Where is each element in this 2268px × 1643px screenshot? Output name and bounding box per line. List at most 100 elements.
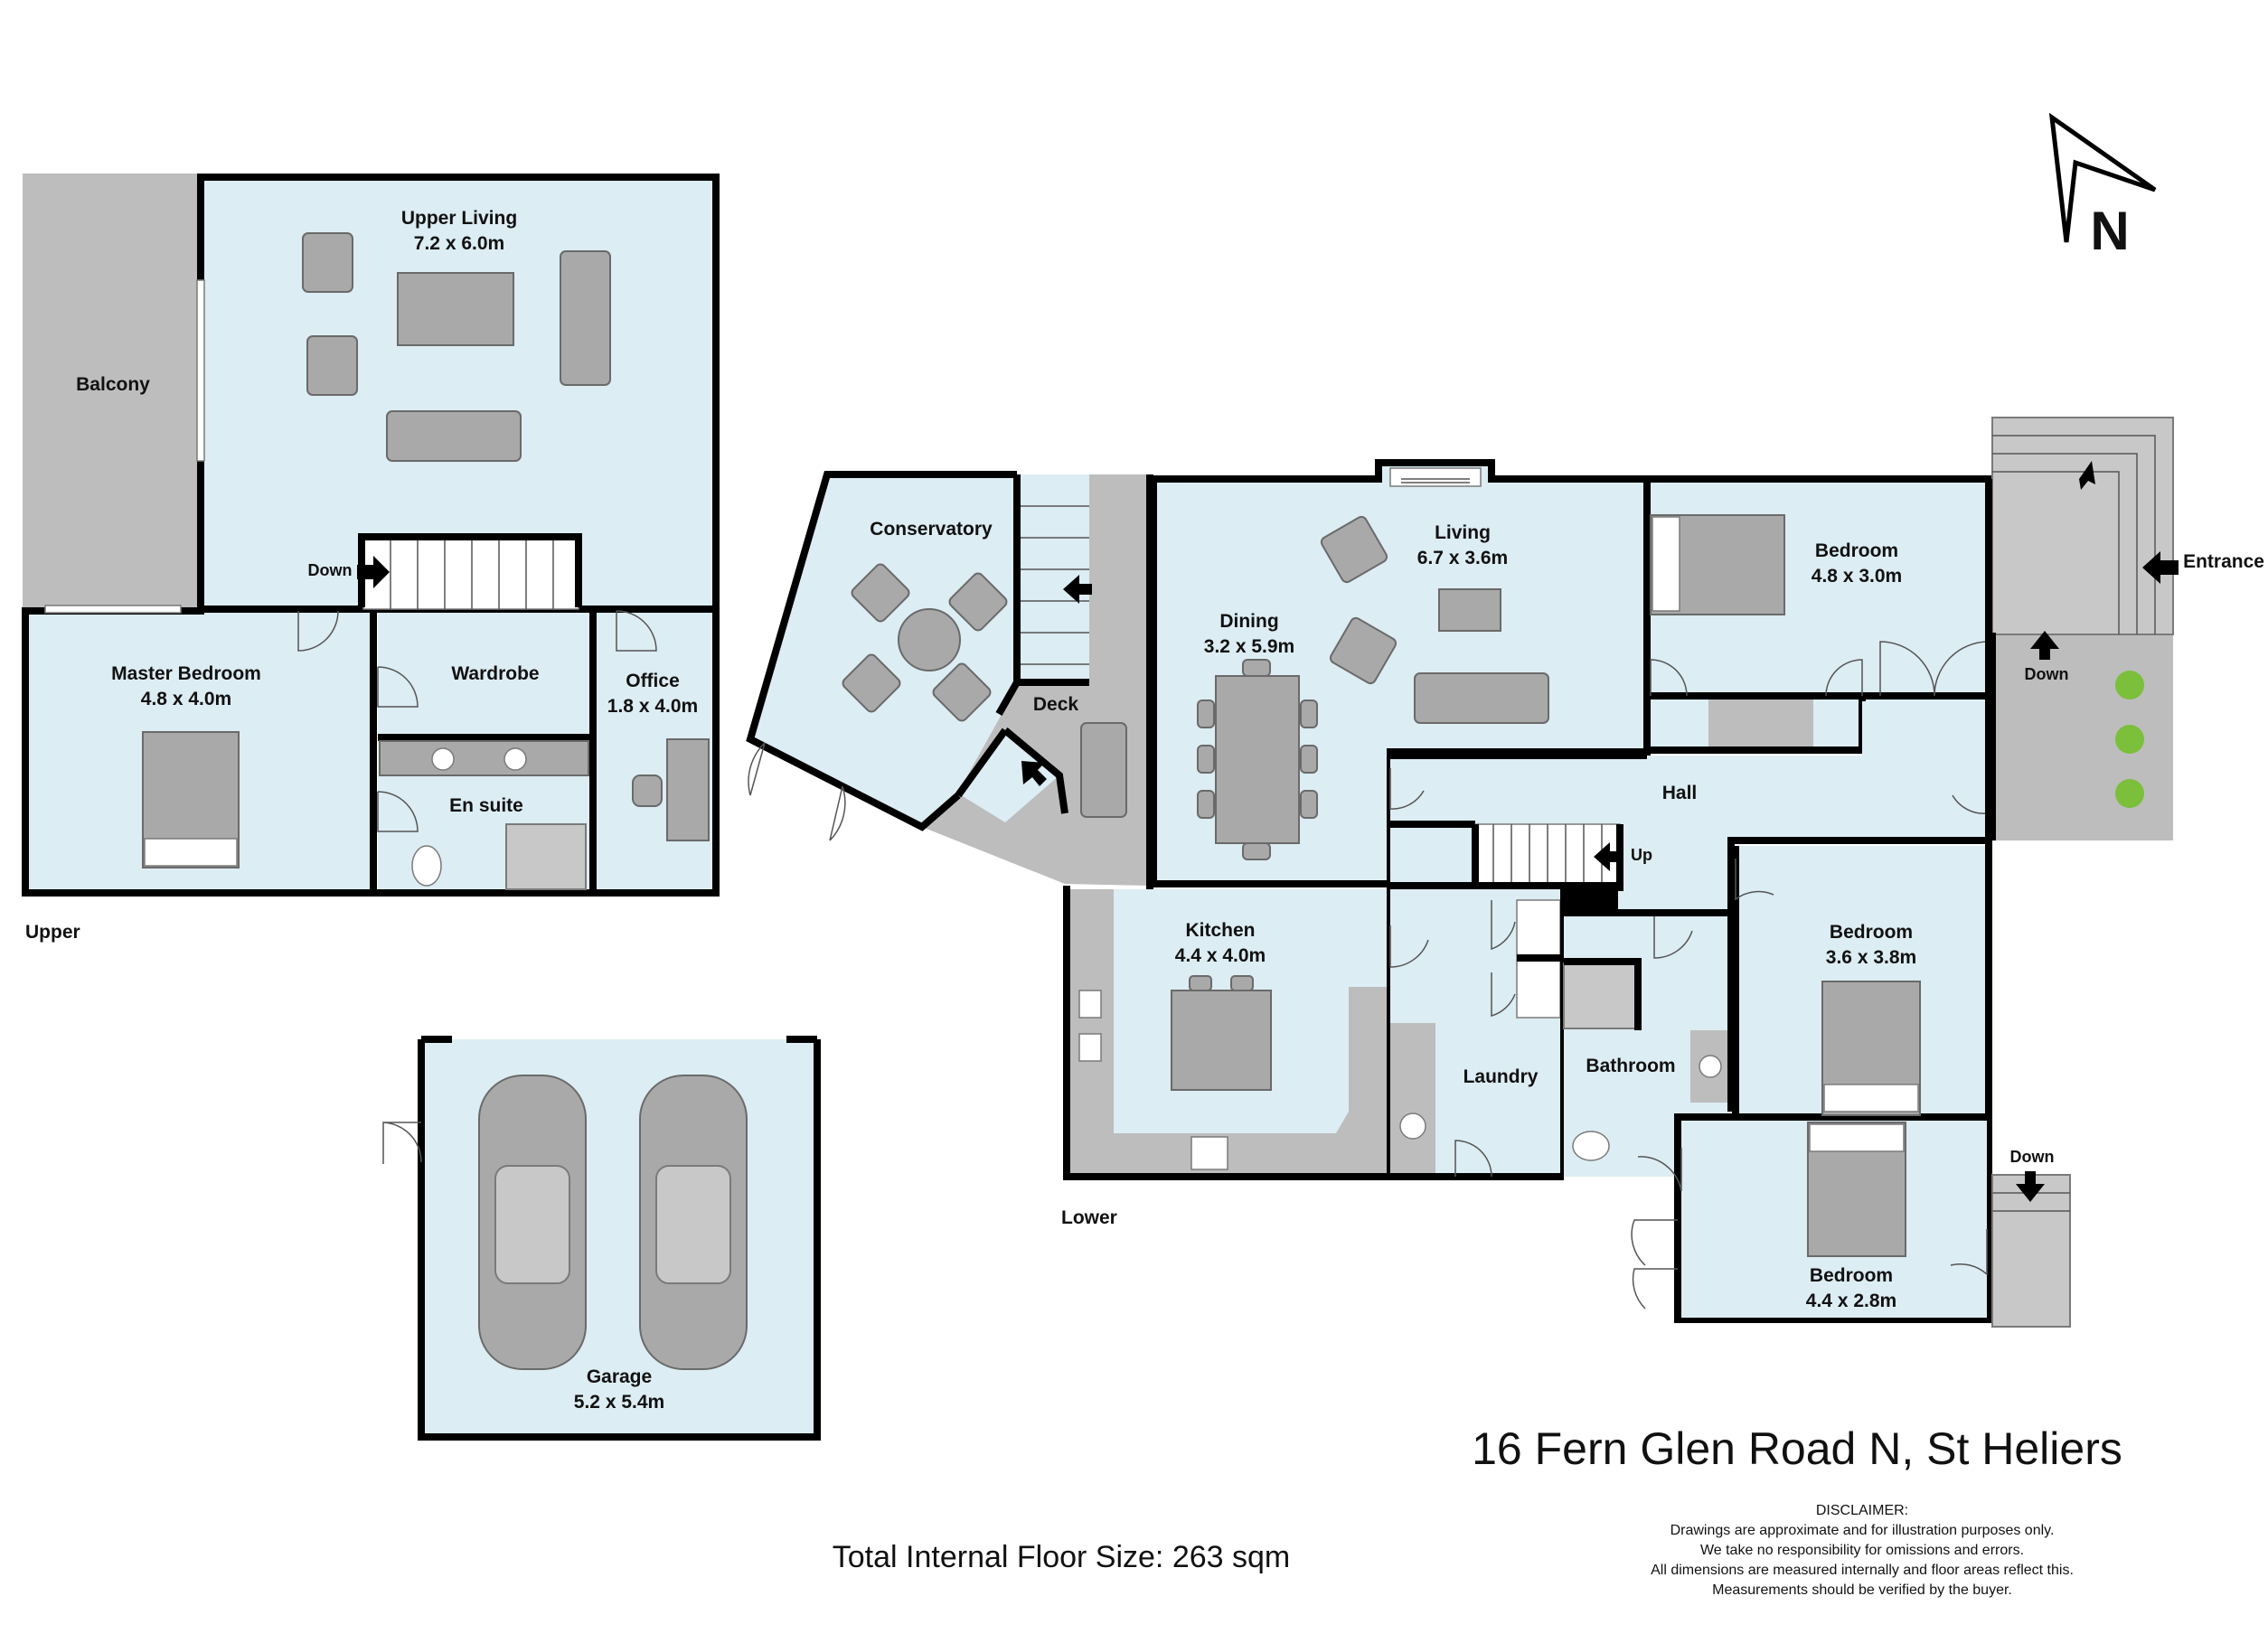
laundry-bench — [1390, 1023, 1435, 1177]
kitchen-island — [1171, 990, 1272, 1091]
deck-arrow — [1063, 575, 1092, 604]
dining-chair-l1 — [1197, 699, 1215, 728]
upper-living-label: Upper Living — [401, 208, 517, 229]
garage-level: Garage 5.2 x 5.4m — [382, 1036, 821, 1441]
sofa-right — [560, 250, 611, 386]
car-2-roof — [655, 1165, 731, 1284]
up-label: Up — [1631, 846, 1652, 864]
deck-lower-arrow — [1021, 761, 1047, 786]
north-compass: N — [2048, 112, 2157, 261]
dining-chair-l3 — [1197, 790, 1215, 819]
living-armchair-2 — [1329, 616, 1398, 685]
bedroom-ne-label: Bedroom — [1815, 540, 1898, 561]
lower-outer-walls — [1985, 479, 1996, 840]
garage-size: 5.2 x 5.4m — [574, 1392, 664, 1413]
kitchen-label: Kitchen — [1185, 920, 1255, 941]
dining-table — [1215, 675, 1300, 844]
deck-stairs-treads — [1017, 505, 1089, 665]
down-se-arrow — [2016, 1171, 2045, 1202]
bedroom-ne-size: 4.8 x 3.0m — [1812, 566, 1902, 587]
island-stool-2 — [1230, 975, 1254, 991]
dining-chair-l2 — [1197, 745, 1215, 774]
plant-1 — [2115, 671, 2144, 699]
down-entrance-arrow — [2030, 631, 2059, 660]
hall-door-left[interactable] — [1389, 768, 1425, 810]
en-suite-label: En suite — [449, 795, 523, 816]
bedroom-se-doors[interactable] — [1631, 1148, 1988, 1310]
basin-2 — [503, 747, 527, 771]
bedroom-ne-wardrobe — [1708, 694, 1813, 750]
dining-chair-r2 — [1300, 745, 1318, 774]
master-bed-pillows — [144, 838, 238, 867]
fireplace — [1389, 467, 1482, 487]
upper-level-label: Upper — [25, 922, 80, 943]
bedroom-ne-doors[interactable] — [1650, 641, 1988, 697]
address-title: 16 Fern Glen Road N, St Heliers — [1472, 1423, 2122, 1474]
bathroom-door[interactable] — [1653, 916, 1693, 959]
office-door[interactable] — [616, 610, 657, 652]
dining-chair-r1 — [1300, 699, 1318, 728]
cons-chair-4 — [932, 662, 992, 722]
coffee-table — [397, 272, 514, 346]
office-label: Office — [626, 671, 680, 691]
armchair-2 — [306, 335, 358, 396]
conservatory-label: Conservatory — [870, 519, 993, 540]
deck-label: Deck — [1033, 694, 1079, 715]
cons-chair-3 — [842, 653, 901, 713]
total-floor-size: Total Internal Floor Size: 263 sqm — [833, 1540, 1290, 1574]
entrance-steps — [1991, 417, 2174, 635]
balcony-label: Balcony — [76, 374, 150, 395]
basin-1 — [431, 747, 455, 771]
bathroom-shower — [1563, 962, 1637, 1029]
disclaimer-line-2: We take no responsibility for omissions … — [1700, 1543, 2024, 1558]
wardrobe-area — [378, 611, 590, 737]
disclaimer-line-3: All dimensions are measured internally a… — [1651, 1563, 2074, 1578]
kitchen-sink-1 — [1078, 990, 1102, 1019]
bedroom-se-size: 4.4 x 2.8m — [1806, 1291, 1896, 1311]
lower-level: Conservatory Deck Dining 3.2 x 5.9m Livi… — [746, 417, 2264, 1328]
bedroom-ne-pillows — [1652, 516, 1680, 612]
bedroom-e-door[interactable] — [1735, 859, 1774, 901]
ensuite-door[interactable] — [377, 791, 419, 832]
shower — [505, 823, 587, 890]
master-sliding-door[interactable] — [44, 605, 182, 614]
upper-level: Upper Living 7.2 x 6.0m Balcony Master B… — [22, 174, 720, 943]
conservatory-french-doors[interactable] — [748, 742, 846, 841]
hall-label: Hall — [1662, 783, 1698, 803]
entrance-arrow — [2142, 551, 2179, 584]
living-coffee-table — [1438, 588, 1501, 632]
disclaimer-heading: DISCLAIMER: — [1816, 1503, 1908, 1518]
bathroom-toilet — [1572, 1131, 1610, 1161]
dining-label: Dining — [1219, 611, 1278, 632]
garage-door[interactable] — [382, 1122, 422, 1164]
island-stool-1 — [1189, 975, 1212, 991]
office-desk — [666, 738, 710, 841]
vanity — [379, 740, 589, 776]
bathroom-basin — [1699, 1055, 1722, 1078]
hall-stairs-treads — [1492, 824, 1603, 886]
kitchen-size: 4.4 x 4.0m — [1175, 945, 1266, 966]
living-label: Living — [1435, 522, 1491, 543]
cons-chair-1 — [851, 563, 910, 623]
upper-stairs-treads — [390, 539, 554, 609]
sofa-bottom — [386, 410, 522, 462]
disclaimer-line-4: Measurements should be verified by the b… — [1712, 1582, 2012, 1598]
dining-chair-bottom — [1242, 842, 1271, 860]
compass-arrow-icon — [2048, 112, 2157, 243]
garage-label: Garage — [587, 1366, 652, 1387]
down-entrance-label: Down — [2025, 665, 2069, 683]
laundry-doors[interactable] — [1389, 900, 1516, 1178]
balcony-sliding-door[interactable] — [196, 279, 205, 462]
master-door[interactable] — [297, 610, 339, 652]
bathroom-cabinet — [1560, 882, 1618, 915]
wardrobe-door[interactable] — [377, 666, 419, 708]
bathroom-walls — [1564, 909, 1735, 1112]
office-chair — [632, 775, 663, 807]
laundry-tub — [1399, 1113, 1426, 1140]
disclaimer-line-1: Drawings are approximate and for illustr… — [1670, 1523, 2055, 1538]
dining-chair-top — [1242, 659, 1271, 677]
bedroom-e-pillows — [1823, 1084, 1919, 1113]
upper-stairs — [362, 538, 579, 610]
deck-divider-walls — [955, 727, 1068, 814]
